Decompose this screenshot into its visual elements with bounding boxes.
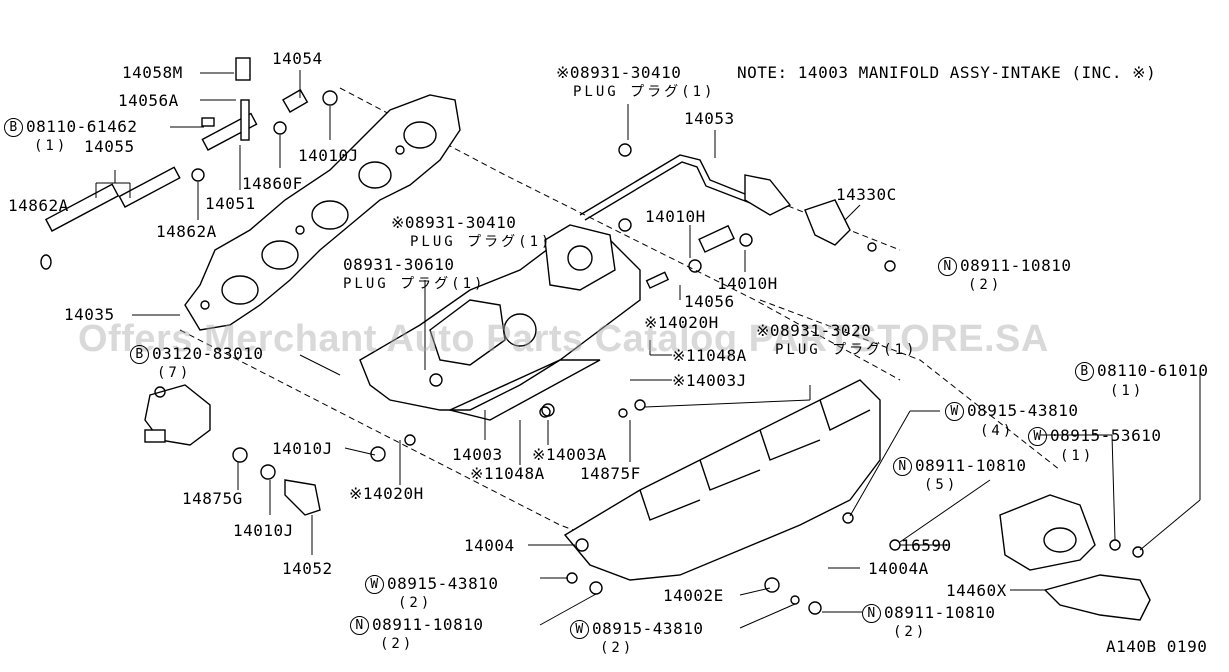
part-14002E[interactable]: 14002E: [663, 586, 724, 605]
part-14056A[interactable]: 14056A: [118, 91, 179, 110]
part-14010J-low[interactable]: 14010J: [233, 521, 294, 540]
qty-08915-43810-b: (2): [398, 595, 433, 611]
part-14051[interactable]: 14051: [205, 194, 256, 213]
plug-label-right: PLUG プラグ(1): [775, 342, 918, 358]
leader-lines: [95, 70, 1201, 629]
part-14003J[interactable]: ※14003J: [672, 371, 747, 390]
part-14010J-mid[interactable]: 14010J: [272, 439, 333, 458]
part-14020H-low[interactable]: ※14020H: [349, 484, 424, 503]
intake-manifold: [359, 224, 641, 421]
part-14010H-a[interactable]: 14010H: [645, 207, 706, 226]
qty-08911-10810-mid: (5): [924, 477, 959, 493]
qty-03120-83010: (7): [157, 365, 192, 381]
part-14003[interactable]: 14003: [452, 445, 503, 464]
b-symbol-icon: B: [1075, 362, 1094, 381]
part-11048A-low[interactable]: ※11048A: [470, 464, 545, 483]
note-text: NOTE: 14003 MANIFOLD ASSY-INTAKE (INC. ※…: [737, 63, 1157, 82]
plug-label-mid: PLUG プラグ(1): [410, 234, 553, 250]
watermark: Offers Merchant Auto Parts Catalog PARTS…: [78, 318, 1049, 360]
part-14058M[interactable]: 14058M: [122, 63, 183, 82]
part-14860F[interactable]: 14860F: [242, 174, 303, 193]
qty-08915-43810-a: (4): [980, 423, 1015, 439]
b-symbol-icon: B: [130, 345, 149, 364]
w-symbol-icon: W: [365, 575, 384, 594]
part-14875F[interactable]: 14875F: [580, 464, 641, 483]
w-symbol-icon: W: [1028, 427, 1047, 446]
b-symbol-icon: B: [4, 118, 23, 137]
qty-08911-10810-low: (2): [380, 636, 415, 652]
part-number: 03120-83010: [152, 344, 264, 363]
part-14052[interactable]: 14052: [282, 559, 333, 578]
part-08931-30610[interactable]: 08931-30610: [343, 255, 455, 274]
air-duct: [999, 494, 1151, 621]
part-14056[interactable]: 14056: [684, 292, 735, 311]
pcv-hose: [40, 57, 338, 270]
part-number: 08911-10810: [884, 603, 996, 622]
thermostat-housing: [144, 384, 416, 516]
part-number: 08915-43810: [592, 619, 704, 638]
part-08931-30410-mid[interactable]: ※08931-30410: [391, 213, 517, 232]
qty-08911-10810-right: (2): [968, 277, 1003, 293]
part-14035[interactable]: 14035: [64, 305, 115, 324]
part-14862A-left[interactable]: 14862A: [8, 196, 69, 215]
n-symbol-icon: N: [938, 257, 957, 276]
part-08931-3020[interactable]: ※08931-3020: [756, 321, 872, 340]
part-14004[interactable]: 14004: [464, 536, 515, 555]
qty-08915-43810-c: (2): [600, 640, 635, 656]
n-symbol-icon: N: [862, 604, 881, 623]
part-number: 08110-61462: [26, 117, 138, 136]
qty-08110-61462: (1): [34, 138, 69, 154]
qty-08911-10810-bot: (2): [893, 624, 928, 640]
w-symbol-icon: W: [570, 620, 589, 639]
part-number: 08110-61010: [1097, 361, 1209, 380]
n-symbol-icon: N: [893, 457, 912, 476]
part-14055[interactable]: 14055: [84, 137, 135, 156]
part-14053[interactable]: 14053: [684, 109, 735, 128]
plug-label-lower: PLUG プラグ(1): [343, 276, 486, 292]
part-14020H-mid[interactable]: ※14020H: [644, 313, 719, 332]
plug-label-top: PLUG プラグ(1): [573, 84, 716, 100]
qty-08110-61010: (1): [1110, 383, 1145, 399]
part-14054[interactable]: 14054: [272, 49, 323, 68]
qty-08915-53610: (1): [1060, 448, 1095, 464]
part-number: 08911-10810: [372, 615, 484, 634]
part-14460X[interactable]: 14460X: [946, 581, 1007, 600]
w-symbol-icon: W: [945, 402, 964, 421]
drawing-code: A140B 0190: [1106, 637, 1208, 656]
part-number: 08911-10810: [960, 256, 1072, 275]
part-14004A[interactable]: 14004A: [868, 559, 929, 578]
part-14330C[interactable]: 14330C: [836, 185, 897, 204]
part-16590[interactable]: 16590: [901, 536, 952, 555]
n-symbol-icon: N: [350, 616, 369, 635]
intake-gasket: [184, 94, 461, 331]
part-14875G[interactable]: 14875G: [182, 489, 243, 508]
water-tube: [579, 154, 896, 272]
exhaust-manifold: [563, 379, 901, 581]
part-14003A[interactable]: ※14003A: [532, 445, 607, 464]
part-number: 08915-43810: [967, 401, 1079, 420]
part-number: 08911-10810: [915, 456, 1027, 475]
water-hose: [618, 143, 753, 289]
part-08931-30410-top[interactable]: ※08931-30410: [556, 63, 682, 82]
part-11048A-mid[interactable]: ※11048A: [672, 346, 747, 365]
part-number: 08915-43810: [387, 574, 499, 593]
part-14010J-top[interactable]: 14010J: [298, 146, 359, 165]
part-number: 08915-53610: [1050, 426, 1162, 445]
part-14010H-b[interactable]: 14010H: [717, 274, 778, 293]
part-14862A-mid[interactable]: 14862A: [156, 222, 217, 241]
